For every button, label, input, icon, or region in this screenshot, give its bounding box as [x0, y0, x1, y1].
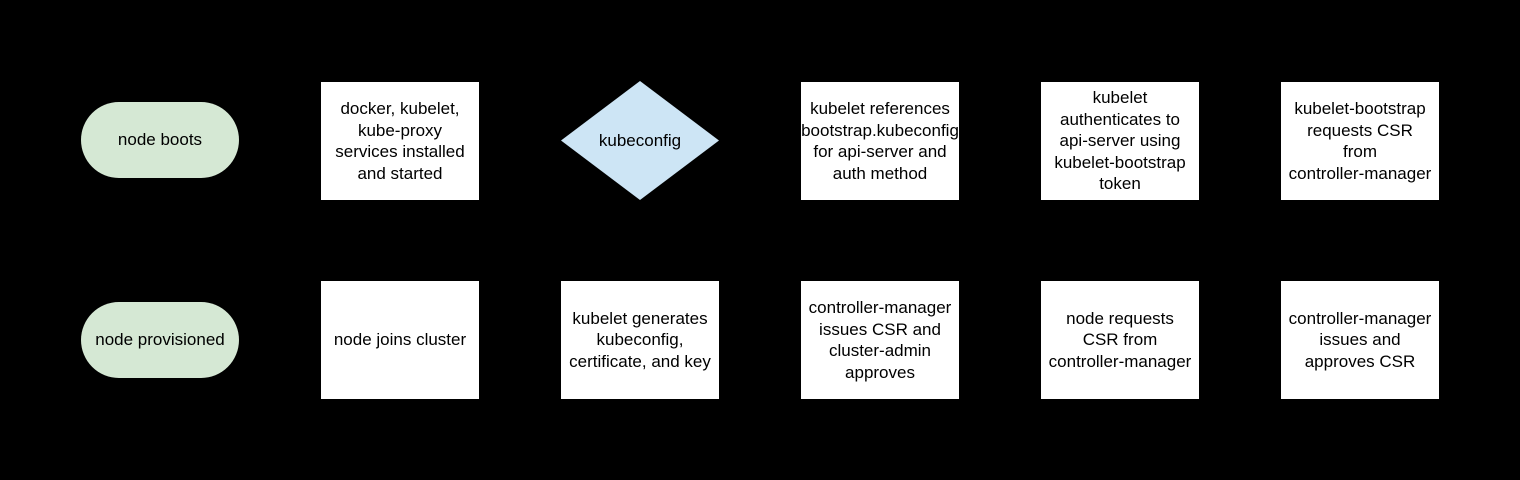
- flow-node-node-joins-cluster[interactable]: node joins cluster: [321, 281, 479, 399]
- flow-node-label: node requests CSR from controller-manage…: [1048, 308, 1192, 371]
- flow-node-label: node joins cluster: [333, 330, 467, 350]
- flow-node-node-boots[interactable]: node boots: [81, 102, 239, 178]
- flow-node-label: kubelet authenticates to api-server usin…: [1054, 88, 1186, 194]
- flow-node-kubelet-bootstrap-requests-csr[interactable]: kubelet-bootstrap requests CSR from cont…: [1281, 82, 1439, 200]
- flow-node-node-provisioned[interactable]: node provisioned: [81, 302, 239, 378]
- flow-node-kubeconfig-decision[interactable]: kubeconfig: [561, 81, 719, 200]
- flow-node-label: node provisioned: [95, 330, 225, 350]
- flow-node-label: docker, kubelet, kube-proxy services ins…: [335, 99, 465, 183]
- flow-node-services-installed[interactable]: docker, kubelet, kube-proxy services ins…: [321, 82, 479, 200]
- flow-node-label: kubelet references bootstrap.kubeconfig …: [801, 99, 959, 183]
- flow-node-controller-manager-issues-csr[interactable]: controller-manager issues CSR and cluste…: [801, 281, 959, 399]
- flow-node-label: kubelet generates kubeconfig, certificat…: [569, 308, 711, 371]
- flow-node-label: controller-manager issues and approves C…: [1288, 308, 1432, 371]
- flow-node-label: controller-manager issues CSR and cluste…: [808, 298, 952, 382]
- flow-node-kubelet-generates-kubeconfig[interactable]: kubelet generates kubeconfig, certificat…: [561, 281, 719, 399]
- flow-node-node-requests-csr[interactable]: node requests CSR from controller-manage…: [1041, 281, 1199, 399]
- flow-node-label: node boots: [117, 130, 203, 150]
- flow-node-controller-manager-issues-approves[interactable]: controller-manager issues and approves C…: [1281, 281, 1439, 399]
- flow-node-kubelet-references-bootstrap[interactable]: kubelet references bootstrap.kubeconfig …: [801, 82, 959, 200]
- flow-node-label: kubelet-bootstrap requests CSR from cont…: [1288, 99, 1432, 183]
- flow-node-kubelet-authenticates[interactable]: kubelet authenticates to api-server usin…: [1041, 82, 1199, 200]
- flow-node-label: kubeconfig: [598, 130, 682, 150]
